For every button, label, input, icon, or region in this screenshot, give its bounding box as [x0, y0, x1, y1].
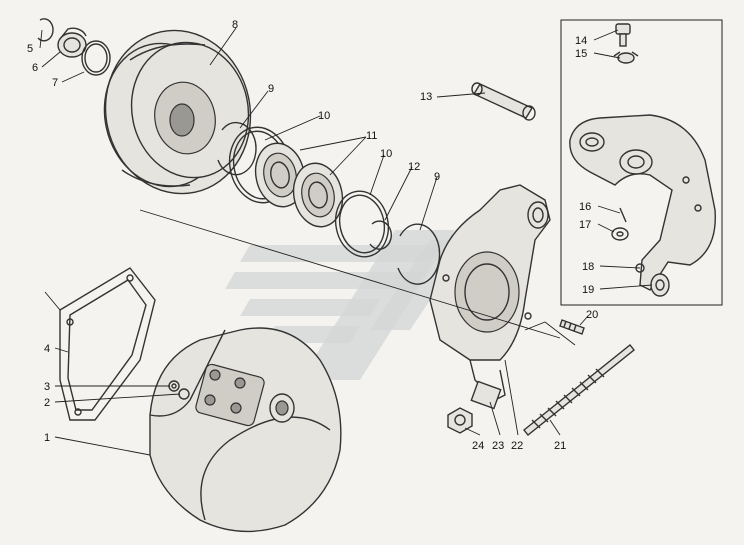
- housing-part-1: [149, 327, 342, 533]
- callout-labels: 1 2 3 4 5 6 7 8 9 9 10 10 11 12 13 14 15…: [27, 19, 598, 452]
- stud-part-20: [559, 319, 585, 335]
- wing-nut-part-15: [613, 51, 639, 64]
- pulley-part-8: [103, 29, 252, 195]
- circlip-part-9-lower: [397, 223, 441, 285]
- callout-19: 19: [582, 284, 594, 296]
- callout-4: 4: [44, 343, 50, 355]
- circlip-part-5: [37, 18, 54, 42]
- screw-part-2: [178, 388, 190, 400]
- callout-9-lower: 9: [434, 171, 440, 183]
- callout-10-upper: 10: [318, 110, 330, 122]
- callout-21: 21: [554, 440, 566, 452]
- callout-8: 8: [232, 19, 238, 31]
- threaded-rod-part-21: [523, 344, 635, 436]
- washer-part-17: [611, 227, 629, 241]
- leader-lines: [39, 27, 653, 456]
- circlip-part-12: [369, 220, 392, 250]
- circlip-part-9-upper: [217, 121, 257, 176]
- bearing-part-11-right: [292, 162, 344, 228]
- callout-23: 23: [492, 440, 504, 452]
- callout-5: 5: [27, 43, 33, 55]
- callout-10-lower: 10: [380, 148, 392, 160]
- assembly-axis-line-right: [524, 321, 576, 346]
- callout-3: 3: [44, 381, 50, 393]
- ring-part-10-lower: [334, 190, 390, 258]
- gasket-part-4: [59, 267, 156, 421]
- callout-16: 16: [579, 201, 591, 213]
- callout-15: 15: [575, 48, 587, 60]
- callout-20: 20: [586, 309, 598, 321]
- callout-17: 17: [579, 219, 591, 231]
- bushing-part-6: [57, 27, 87, 58]
- callout-2: 2: [44, 397, 50, 409]
- nut-part-24: [447, 407, 473, 434]
- o-ring-part-7: [81, 40, 111, 76]
- pin-part-13: [471, 82, 536, 121]
- callout-24: 24: [472, 440, 484, 452]
- callout-11: 11: [366, 130, 377, 142]
- callout-6: 6: [32, 62, 38, 74]
- watermark-logo: [225, 230, 470, 380]
- callout-14: 14: [575, 35, 587, 47]
- callout-22: 22: [511, 440, 523, 452]
- callout-7: 7: [52, 77, 58, 89]
- callout-12: 12: [408, 161, 420, 173]
- callout-18: 18: [582, 261, 594, 273]
- inset-frame: [560, 19, 723, 306]
- assembly-axis-line-left: [44, 291, 61, 311]
- lever-part-inset: [569, 114, 716, 297]
- bolt-part-14: [615, 23, 631, 47]
- bracket-plate-part-23: [469, 359, 506, 410]
- assembly-axis-line: [139, 209, 561, 339]
- callout-1: 1: [44, 432, 50, 444]
- spring-pin-part-16: [619, 207, 627, 223]
- callout-9-upper: 9: [268, 83, 274, 95]
- bracket-part-22: [429, 184, 551, 361]
- callout-13: 13: [420, 91, 432, 103]
